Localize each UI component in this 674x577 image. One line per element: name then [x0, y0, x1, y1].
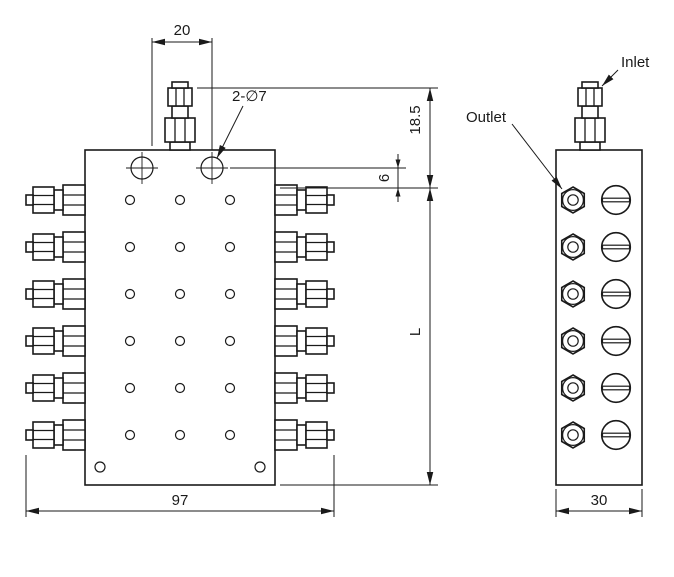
port-grid — [94, 194, 266, 473]
outlet-fitting — [25, 184, 86, 216]
inlet-label: Inlet — [621, 54, 650, 71]
outlet-fitting — [274, 419, 335, 451]
dim-20-label: 20 — [174, 22, 191, 39]
hex-outlet — [560, 374, 586, 402]
outlet-fittings-right — [274, 184, 335, 451]
inlet-fitting-side — [574, 81, 606, 151]
hex-outlet — [560, 421, 586, 449]
slotted-plug — [600, 184, 632, 216]
label-outlet-group: Outlet — [466, 109, 563, 190]
outlet-label: Outlet — [466, 109, 507, 126]
dim-inlet-offset: 20 — [151, 22, 213, 150]
dim-6-label: 6 — [376, 174, 393, 182]
mount-hole-left — [126, 152, 158, 184]
front-view: 20 2-∅7 18.5 6 L — [25, 22, 438, 517]
dim-L-label: L — [407, 328, 424, 336]
label-inlet-group: Inlet — [601, 54, 650, 87]
dim-width: 97 — [25, 455, 335, 517]
callout-mount-holes: 2-∅7 — [216, 88, 267, 159]
outlet-fitting — [274, 325, 335, 357]
dim-holes-label: 2-∅7 — [232, 88, 267, 105]
dim-30-label: 30 — [591, 492, 608, 509]
slotted-plug — [600, 419, 632, 451]
outlet-fitting — [25, 419, 86, 451]
mount-hole-right — [196, 152, 228, 184]
outlet-fittings-left — [25, 184, 86, 451]
dim-97-label: 97 — [172, 492, 189, 509]
slotted-plug — [600, 372, 632, 404]
side-view: Inlet Outlet 30 — [466, 54, 650, 517]
outlet-fitting — [25, 372, 86, 404]
dim-depth: 30 — [555, 489, 643, 517]
outlet-fitting — [25, 231, 86, 263]
slotted-plug — [600, 231, 632, 263]
outlet-fitting — [25, 325, 86, 357]
outlet-fitting — [274, 278, 335, 310]
outlet-fitting — [25, 278, 86, 310]
hex-outlet — [560, 233, 586, 261]
hex-outlet — [560, 280, 586, 308]
slotted-plug — [600, 325, 632, 357]
outlet-fitting — [274, 231, 335, 263]
outlet-fitting — [274, 372, 335, 404]
hex-outlet — [560, 186, 586, 214]
corner-hole — [94, 461, 106, 473]
dim-right-side: 18.5 6 L — [197, 87, 438, 486]
manifold-block-front — [84, 149, 276, 486]
hex-outlet — [560, 327, 586, 355]
corner-hole — [254, 461, 266, 473]
outlet-fitting — [274, 184, 335, 216]
inlet-fitting-front — [164, 81, 196, 151]
slotted-plug — [600, 278, 632, 310]
dim-18-5-label: 18.5 — [407, 105, 424, 134]
